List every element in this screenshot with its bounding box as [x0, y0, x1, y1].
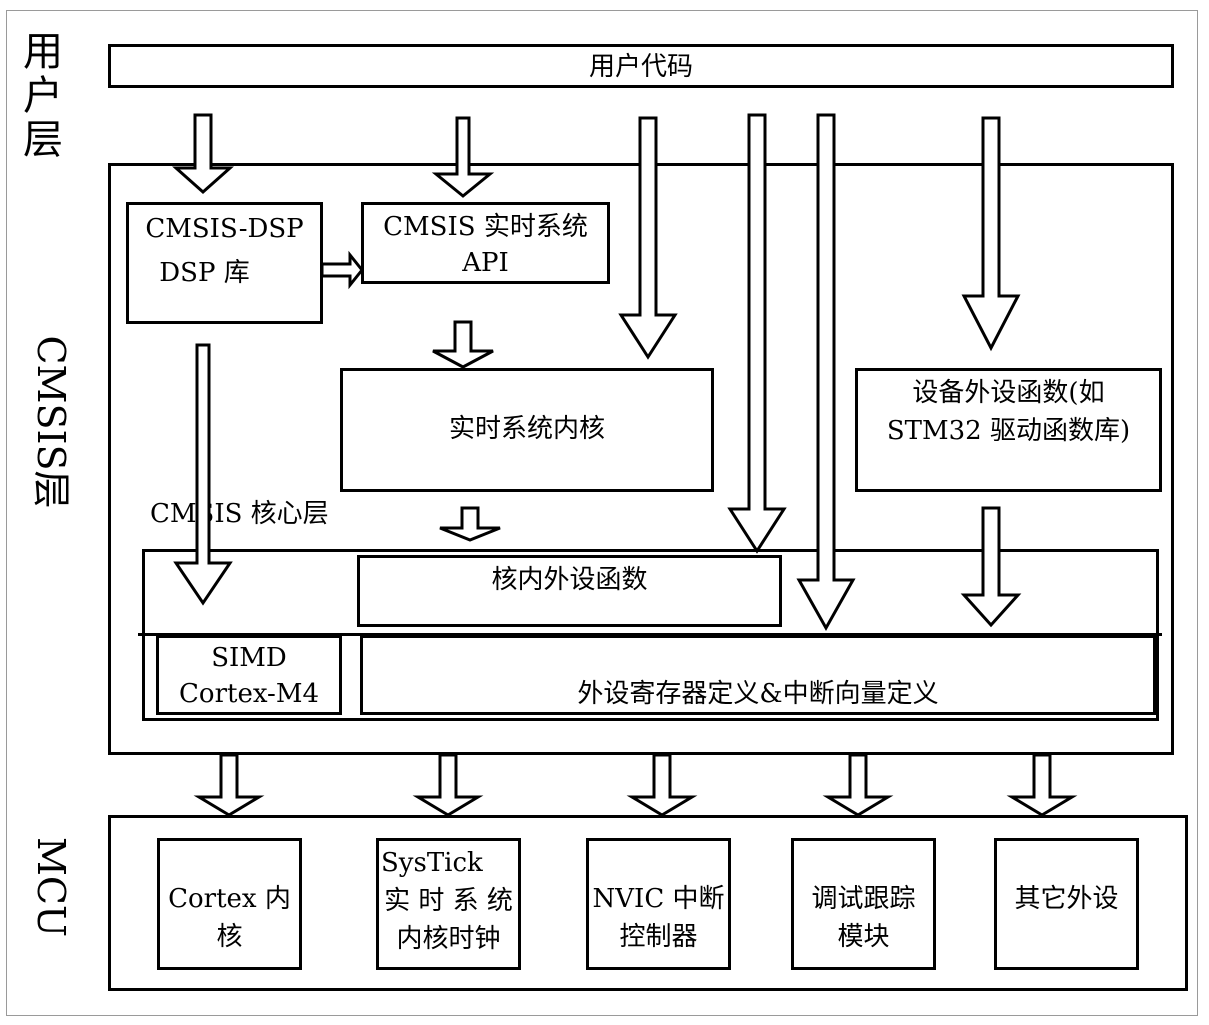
arrow-kernel-to-core-peripheral: [439, 506, 501, 542]
device-driver-box: 设备外设函数(如 STM32 驱动函数库): [855, 368, 1162, 492]
mcu-block-label: 模块: [837, 922, 890, 952]
rtos-kernel-label: 实时系统内核: [448, 414, 605, 444]
user-code-label: 用户代码: [588, 52, 693, 82]
arrow-user-to-core-peripheral: [727, 113, 787, 554]
mcu-block-label: SysTick: [381, 848, 483, 878]
cmsis-dsp-line2: DSP 库: [159, 258, 250, 288]
register-definition-label: 外设寄存器定义&中断向量定义: [577, 679, 939, 709]
rtos-api-line2: API: [462, 248, 509, 278]
device-driver-line1: 设备外设函数(如: [912, 378, 1105, 408]
arrow-dsp-to-rtos-api: [320, 250, 364, 290]
mcu-block-label: 调试跟踪: [811, 884, 916, 914]
arrow-user-to-rtos-api: [431, 116, 495, 198]
user-code-box: 用户代码: [108, 44, 1174, 88]
user-layer-label: 用户层: [23, 29, 63, 163]
mcu-block-label: 其它外设: [1014, 884, 1119, 914]
core-layer-label: CMSIS 核心层: [150, 499, 329, 529]
diagram-frame: [6, 10, 1198, 1016]
mcu-block-label: 实 时 系 统: [384, 886, 513, 916]
arrow-user-to-register-def: [796, 113, 856, 632]
core-peripheral-label: 核内外设函数: [491, 565, 648, 595]
core-peripheral-box: 核内外设函数: [357, 555, 782, 627]
core-layer-divider: [138, 633, 1162, 636]
cmsis-dsp-line1: CMSIS-DSP: [145, 214, 304, 244]
mcu-block-label: Cortex 内: [168, 884, 291, 914]
register-definition-box: 外设寄存器定义&中断向量定义: [360, 635, 1156, 715]
rtos-api-box: CMSIS 实时系统 API: [361, 202, 610, 284]
arrow-rtos-api-to-kernel: [432, 320, 494, 369]
arrow-cmsis-to-mcu-3: [626, 753, 698, 817]
arrow-cmsis-to-mcu-2: [412, 753, 484, 817]
device-driver-line2: STM32 驱动函数库): [886, 416, 1131, 446]
mcu-block-systick: SysTick 实 时 系 统 内核时钟: [376, 838, 521, 970]
mcu-block-label: 核: [216, 922, 243, 952]
arrow-cmsis-to-mcu-4: [822, 753, 894, 817]
arrow-dsp-to-simd: [173, 343, 233, 606]
arrow-cmsis-to-mcu-5: [1006, 753, 1078, 817]
arrow-user-to-dsp: [172, 113, 234, 195]
mcu-block-other-peripherals: 其它外设: [994, 838, 1139, 970]
rtos-api-line1: CMSIS 实时系统: [383, 212, 588, 242]
mcu-block-label: NVIC 中断: [592, 884, 725, 914]
mcu-block-debug-trace: 调试跟踪 模块: [791, 838, 936, 970]
arrow-device-driver-to-register-def: [960, 506, 1022, 628]
mcu-block-label: 内核时钟: [396, 924, 501, 954]
rtos-kernel-box: 实时系统内核: [340, 368, 714, 492]
cmsis-dsp-box: CMSIS-DSP DSP 库: [126, 202, 323, 324]
simd-box: SIMD Cortex-M4: [156, 635, 342, 715]
arrow-user-to-rtos-kernel: [618, 116, 678, 360]
mcu-block-label: 控制器: [619, 922, 698, 952]
mcu-layer-container: [108, 815, 1188, 991]
arrow-cmsis-to-mcu-1: [193, 753, 265, 817]
simd-line1: SIMD: [211, 643, 287, 673]
arrow-user-to-device-driver: [961, 116, 1021, 352]
mcu-block-nvic: NVIC 中断 控制器: [586, 838, 731, 970]
mcu-block-cortex-core: Cortex 内 核: [157, 838, 302, 970]
simd-line2: Cortex-M4: [179, 679, 319, 709]
